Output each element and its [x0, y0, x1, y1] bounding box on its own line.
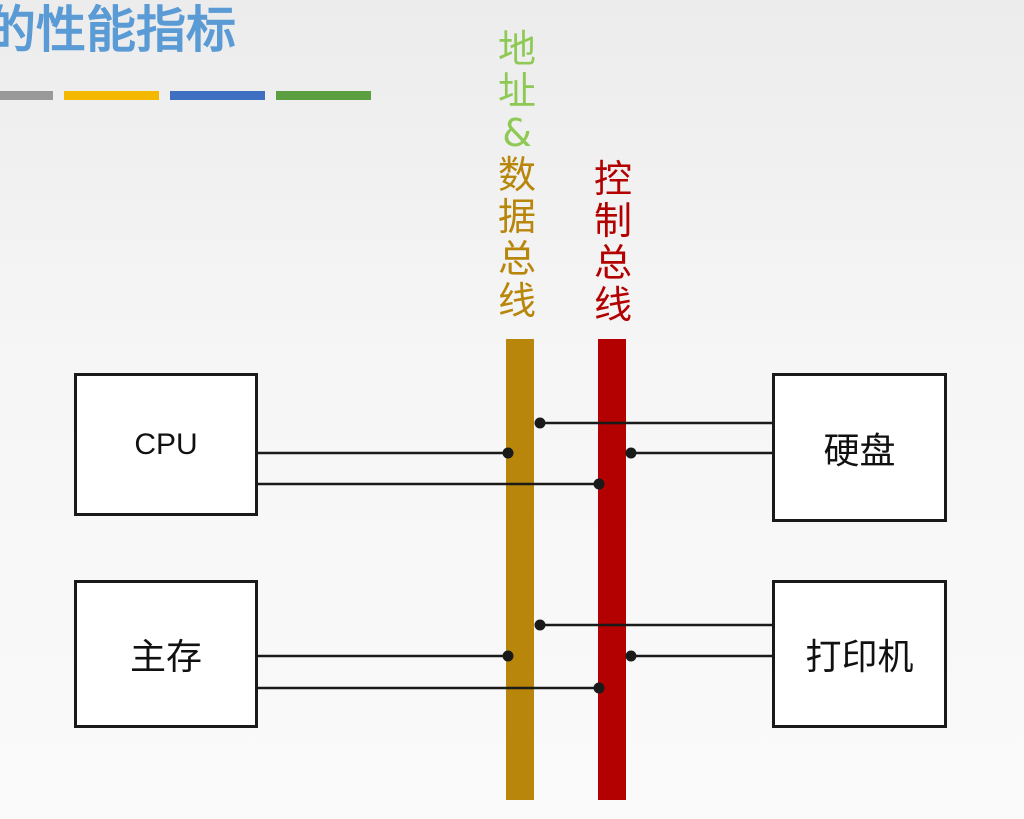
address-data-bus-label: 地 址 & 数 据 总 线: [498, 28, 536, 322]
printer-box: 打印机: [772, 580, 947, 728]
disk-box: 硬盘: [772, 373, 947, 522]
cpu-box: CPU: [74, 373, 258, 516]
cpu-label: CPU: [134, 427, 198, 461]
printer-control-junction: [625, 650, 637, 662]
title-underline-green: [276, 91, 371, 100]
control-bus-label-char: 总: [594, 241, 633, 285]
address-data-bus-label-char: &: [502, 111, 532, 155]
control-bus-label-char: 线: [594, 283, 633, 327]
disk-label: 硬盘: [823, 430, 896, 472]
control-bus-label: 控 制 总 线: [594, 158, 632, 326]
control-bus-label-char: 控: [594, 157, 633, 201]
title-underline-blue: [170, 91, 265, 100]
address-data-bus-label-char: 据: [498, 195, 537, 239]
address-data-bus: [506, 339, 534, 800]
title-underline-yellow: [64, 91, 159, 100]
printer-label: 打印机: [805, 637, 914, 678]
control-bus-label-char: 制: [594, 199, 633, 243]
memory-label: 主存: [129, 637, 202, 678]
memory-box: 主存: [74, 580, 258, 728]
page-title: 的性能指标: [0, 1, 236, 59]
printer-address-data-junction: [534, 619, 546, 631]
disk-address-data-junction: [534, 417, 546, 429]
address-data-bus-label-char: 线: [498, 279, 537, 323]
control-bus: [598, 339, 626, 800]
address-data-bus-label-char: 址: [498, 69, 537, 113]
address-data-bus-label-char: 总: [498, 237, 537, 281]
title-underline-gray: [0, 91, 53, 100]
address-data-bus-label-char: 地: [498, 27, 537, 71]
disk-control-junction: [625, 447, 637, 459]
address-data-bus-label-char: 数: [498, 153, 537, 197]
